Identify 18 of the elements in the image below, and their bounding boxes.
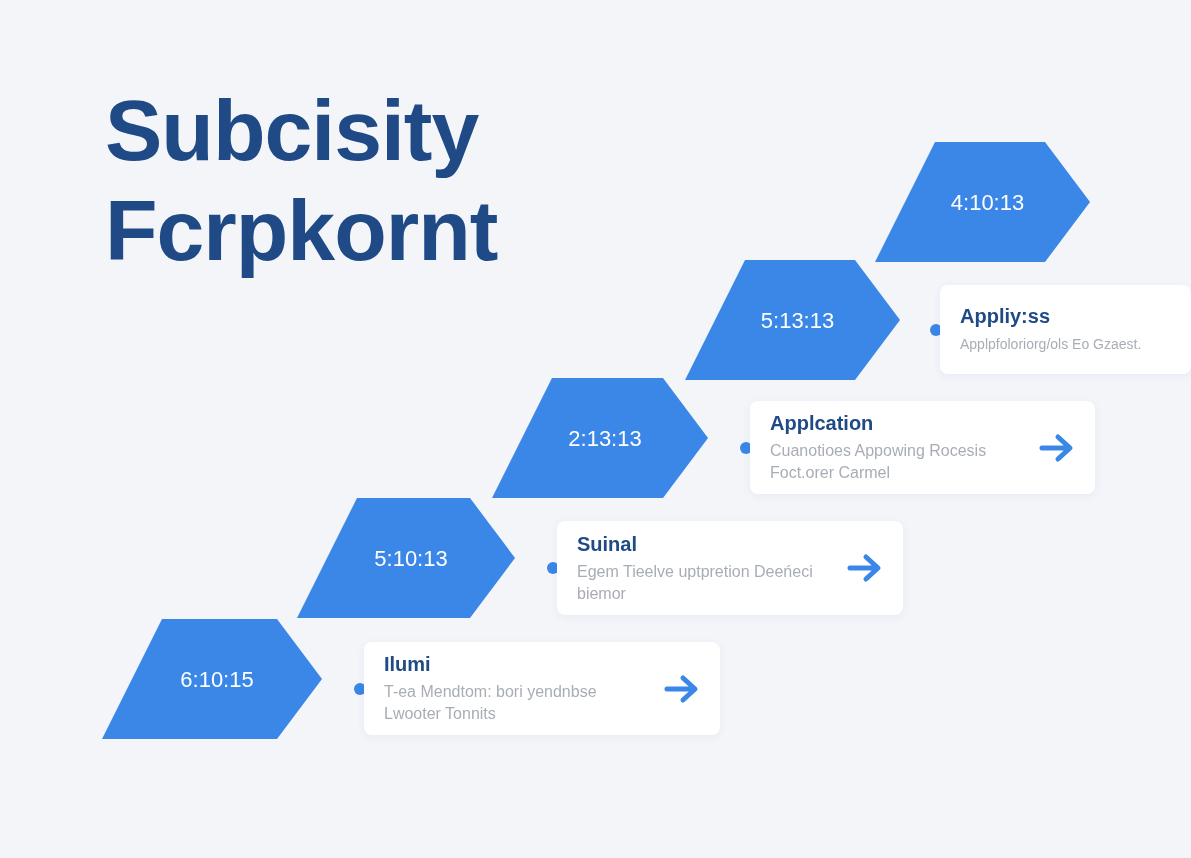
time-label: 6:10:15 [180, 665, 254, 694]
info-card [940, 285, 1191, 374]
time-label: 4:10:13 [950, 188, 1025, 217]
time-label: 2:13:13 [568, 424, 642, 453]
card-description: Egem Tieelve uptpretion Deeńeci biemor [577, 561, 814, 604]
card-heading: Appliy:ss [960, 304, 1052, 329]
info-card [557, 521, 903, 615]
time-label: 5:10:13 [374, 544, 448, 573]
card-description: Applpfoloriorg/ols Eo Gzaest. [960, 335, 1143, 354]
card-heading: Suinal [577, 531, 638, 557]
title: Subcisity Fcrpkornt [105, 81, 499, 280]
card-description: T-ea Mendtom: bori yendnbse Lwooter Tonnits [384, 682, 598, 724]
card-description: Cuanotioes Appowing Rocesis Foct.orer Carmel [770, 441, 988, 483]
card-heading: Ilumi [384, 652, 432, 677]
info-card [364, 642, 720, 735]
info-card [750, 401, 1095, 494]
card-heading: Applcation [770, 411, 875, 436]
time-label: 5:13:13 [760, 306, 835, 335]
